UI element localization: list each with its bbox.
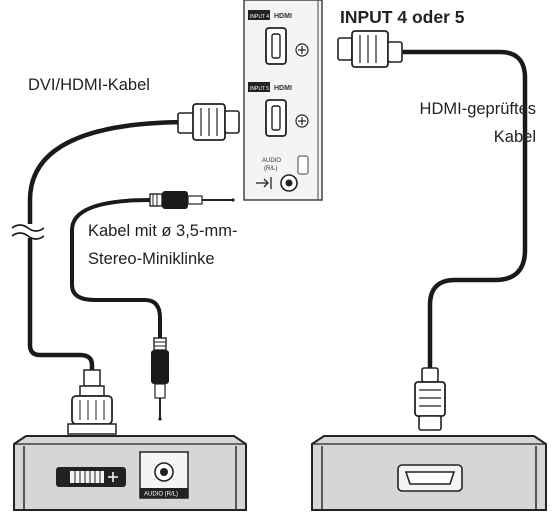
device-dvi-port	[56, 467, 126, 487]
hdmi-plug-right-bottom	[414, 367, 446, 431]
dvi-hdmi-cable-label: DVI/HDMI-Kabel	[28, 76, 150, 94]
tv-hdmi-port-input5: INPUT 5 HDMI	[248, 82, 309, 137]
right-device	[311, 435, 547, 511]
device-audio-label: AUDIO (R/L)	[144, 492, 178, 498]
hdmi-cable-label-line2: Kabel	[494, 128, 536, 146]
audio-label-line1: AUDIO	[262, 158, 281, 164]
left-device: AUDIO (R/L)	[13, 435, 247, 511]
port1-hdmi-logo: HDMI	[274, 13, 292, 20]
hdmi-cable-label-line1: HDMI-geprüftes	[420, 100, 536, 118]
minijack-label-line2: Stereo-Miniklinke	[88, 250, 215, 268]
device-hdmi-port	[397, 464, 463, 492]
minijack-plug-tv	[149, 191, 235, 209]
hdmi-plug-right-top	[337, 30, 403, 68]
device-audio-port: AUDIO (R/L)	[139, 451, 189, 499]
tv-hdmi-port-input4: INPUT 4 HDMI	[248, 10, 309, 65]
dvi-plug	[67, 369, 117, 435]
audio-label-line2: (R/L)	[264, 166, 277, 172]
tv-back-panel: INPUT 4 HDMI INPUT 5 HDMI AUDIO (R/L)	[243, 0, 323, 201]
port2-badge: INPUT 5	[250, 86, 269, 92]
minijack-cable	[70, 198, 162, 345]
minijack-plug-device	[151, 337, 169, 421]
minijack-label-line1: Kabel mit ø 3,5-mm-	[88, 222, 237, 240]
hdmi-plug-left	[177, 103, 240, 141]
port2-hdmi-logo: HDMI	[274, 85, 292, 92]
tv-audio-jack: AUDIO (R/L)	[256, 155, 309, 192]
port1-badge: INPUT 4	[250, 14, 269, 20]
dvi-hdmi-cable	[11, 119, 191, 380]
input-label: INPUT 4 oder 5	[340, 7, 465, 27]
hdmi-cable-right	[400, 49, 528, 372]
